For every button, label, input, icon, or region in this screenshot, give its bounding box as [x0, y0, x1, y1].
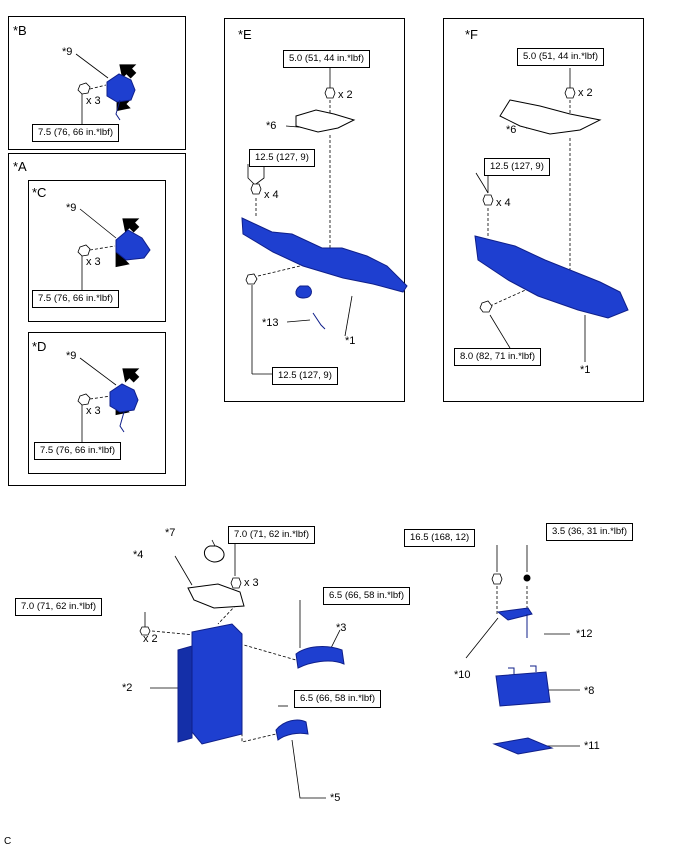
panel-d-torque: 7.5 (76, 66 in.*lbf) — [34, 442, 121, 460]
panel-e-part-1-label: *1 — [345, 335, 356, 347]
torque-5: 6.5 (66, 58 in.*lbf) — [294, 690, 381, 708]
panel-e-torque-top: 5.0 (51, 44 in.*lbf) — [283, 50, 370, 68]
panel-b-frame — [8, 16, 186, 150]
torque-12: 3.5 (36, 31 in.*lbf) — [546, 523, 633, 541]
torque-7: 7.0 (71, 62 in.*lbf) — [228, 526, 315, 544]
panel-c-qty: x 3 — [86, 256, 101, 268]
panel-f-qty-top: x 2 — [578, 87, 593, 99]
panel-e-qty-left: x 4 — [264, 189, 279, 201]
panel-c-torque: 7.5 (76, 66 in.*lbf) — [32, 290, 119, 308]
panel-a-frame — [8, 153, 186, 486]
panel-e-tag: *E — [238, 27, 252, 42]
panel-f-torque-left: 12.5 (127, 9) — [484, 158, 550, 176]
footer-code: C — [4, 836, 12, 847]
panel-e-part-6-label: *6 — [266, 120, 277, 132]
panel-b-qty: x 3 — [86, 95, 101, 107]
panel-f-part-1-label: *1 — [580, 364, 591, 376]
panel-e-torque-bottom: 12.5 (127, 9) — [272, 367, 338, 385]
part-2-label: *2 — [122, 682, 133, 694]
part-10-label: *10 — [454, 669, 471, 681]
panel-c-tag: *C — [32, 185, 47, 200]
torque-3: 6.5 (66, 58 in.*lbf) — [323, 587, 410, 605]
panel-f-torque-bottom: 8.0 (82, 71 in.*lbf) — [454, 348, 541, 366]
panel-b-torque: 7.5 (76, 66 in.*lbf) — [32, 124, 119, 142]
panel-e-part-13-label: *13 — [262, 317, 279, 329]
panel-f-part-6-label: *6 — [506, 124, 517, 136]
panel-b-tag: *B — [13, 23, 27, 38]
torque-10: 16.5 (168, 12) — [404, 529, 476, 547]
panel-f-frame — [443, 18, 644, 402]
panel-e-torque-left: 12.5 (127, 9) — [249, 149, 315, 167]
panel-d-frame — [28, 332, 166, 474]
panel-f-tag: *F — [465, 27, 478, 42]
panel-b-part-label: *9 — [62, 46, 73, 58]
panel-d-part-label: *9 — [66, 350, 77, 362]
panel-e-qty-top: x 2 — [338, 89, 353, 101]
part-11-label: *11 — [584, 740, 600, 752]
torque-left: 7.0 (71, 62 in.*lbf) — [15, 598, 102, 616]
part-8-label: *8 — [584, 685, 595, 697]
panel-c-part-label: *9 — [66, 202, 77, 214]
qty-left: x 2 — [143, 633, 158, 645]
part-5-label: *5 — [330, 792, 341, 804]
panel-d-qty: x 3 — [86, 405, 101, 417]
part-7-label: *7 — [165, 527, 176, 539]
panel-a-tag: *A — [13, 159, 27, 174]
part-12-label: *12 — [576, 628, 593, 640]
part-3-label: *3 — [336, 622, 347, 634]
qty-7: x 3 — [244, 577, 259, 589]
panel-d-tag: *D — [32, 339, 47, 354]
panel-e-frame — [224, 18, 405, 402]
part-4-label: *4 — [133, 549, 144, 561]
panel-c-frame — [28, 180, 166, 322]
panel-f-torque-top: 5.0 (51, 44 in.*lbf) — [517, 48, 604, 66]
panel-f-qty-left: x 4 — [496, 197, 511, 209]
